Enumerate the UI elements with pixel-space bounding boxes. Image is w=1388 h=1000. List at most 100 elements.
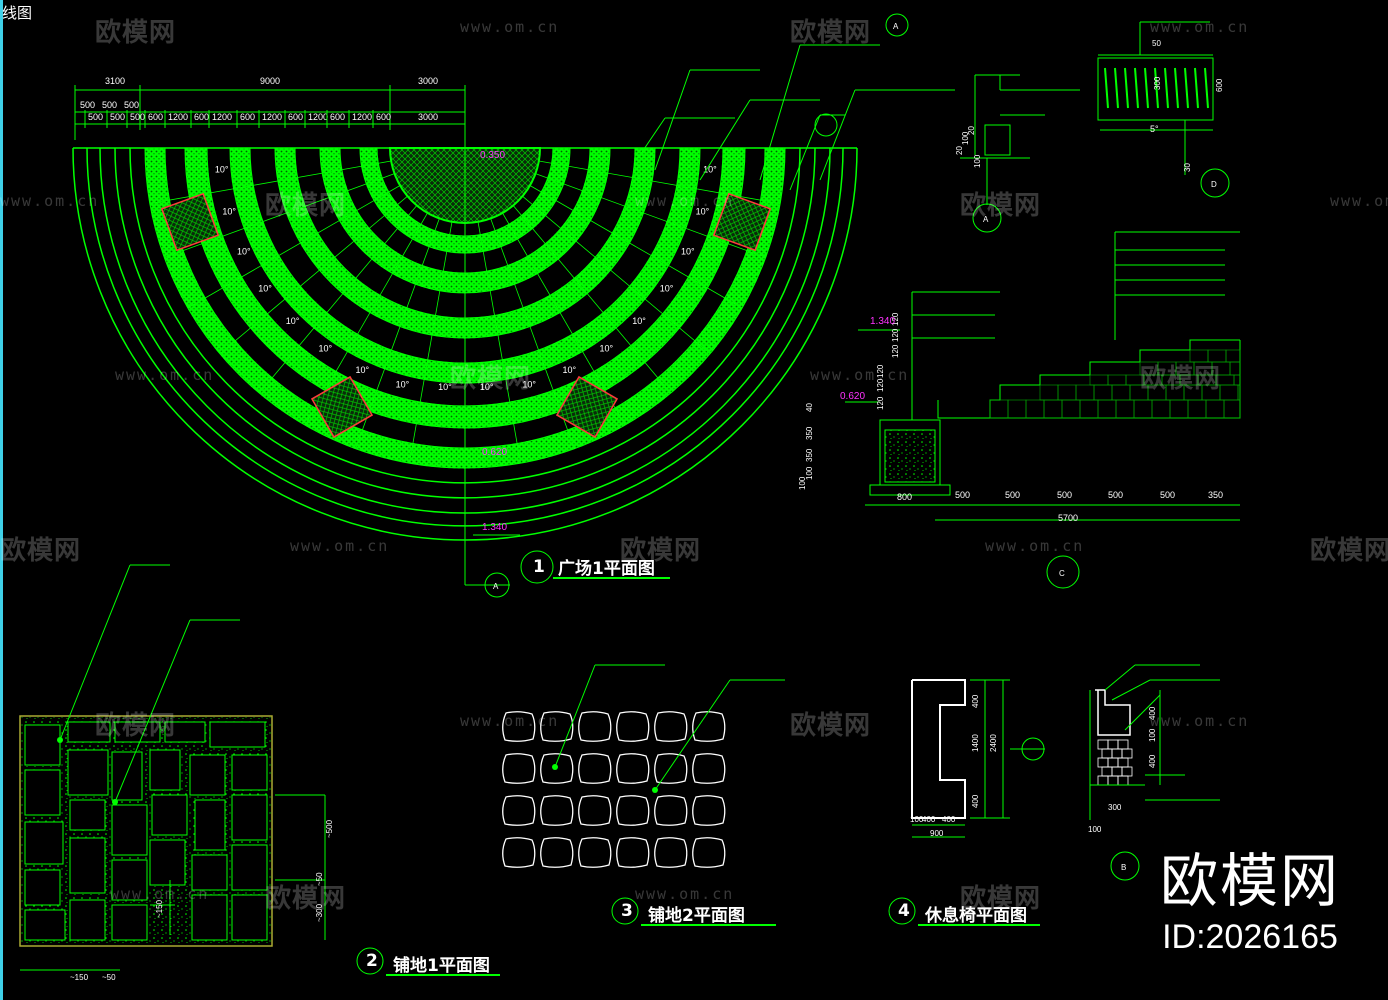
radial-joint xyxy=(149,160,392,204)
radial-joint xyxy=(535,173,766,258)
angle-label: 10° xyxy=(660,284,674,294)
bench-dim-2400: 2400 xyxy=(989,734,998,752)
stepping-stone xyxy=(654,753,688,784)
pav1-dim-50: ~50 xyxy=(315,872,324,886)
angle-label: 10° xyxy=(632,316,646,326)
watermark-url: www.om.cn xyxy=(0,192,100,210)
sec-c-total: 5700 xyxy=(1058,513,1078,523)
plaza-title-number: 1 xyxy=(533,557,545,577)
stone-slab xyxy=(191,854,228,891)
sec-a-dim: 100 xyxy=(961,131,970,145)
bench-sec-400: 400 xyxy=(1148,706,1157,720)
brick xyxy=(1089,374,1109,386)
stepping-stone xyxy=(654,795,688,826)
brick xyxy=(1111,748,1123,759)
brick xyxy=(1121,748,1133,759)
watermark-url: www.om.cn xyxy=(110,885,210,903)
brick xyxy=(1075,384,1095,401)
angle-label: 10° xyxy=(318,344,332,354)
section-a-detail xyxy=(960,74,1080,233)
stepping-stone xyxy=(502,753,536,784)
bench-dim-900: 900 xyxy=(930,829,944,838)
stone-slab xyxy=(24,821,64,865)
sec-c-dim: 350 xyxy=(1208,490,1223,500)
angle-label: 10° xyxy=(396,380,410,390)
stepping-stone xyxy=(540,753,574,784)
stepping-stone xyxy=(692,753,726,784)
sec-a-dim: 20 xyxy=(955,146,964,155)
drain-slot xyxy=(1104,67,1109,109)
brick xyxy=(1107,757,1119,768)
drain-slot xyxy=(1174,67,1179,109)
section-mark-a-bottom: A xyxy=(493,582,499,591)
stone-slab xyxy=(114,721,161,743)
brick xyxy=(1115,399,1135,419)
stone-slab xyxy=(111,751,143,801)
watermark-url: www.om.cn xyxy=(460,18,560,36)
brick xyxy=(1205,399,1225,419)
pav1-dim-500: ~500 xyxy=(325,819,334,838)
stone-slab xyxy=(149,749,181,791)
brick xyxy=(1079,399,1099,419)
bench-dim-400-c: 400 xyxy=(922,815,936,824)
sec-c-dim: 500 xyxy=(955,490,970,500)
sec-b-dim-300: 300 xyxy=(1153,76,1162,90)
angle-label: 10° xyxy=(563,365,577,375)
level-0350: 0.350 xyxy=(480,150,505,161)
planter-box xyxy=(160,192,220,252)
brand-id: ID:2026165 xyxy=(1162,918,1338,956)
drain-slot xyxy=(1184,67,1189,109)
dim-low: 500 xyxy=(110,112,125,122)
stone-slab xyxy=(164,721,206,743)
dim-mid: 500 xyxy=(80,100,95,110)
watermark-brand: 欧模网 xyxy=(960,191,1042,221)
left-dim: 350 xyxy=(805,426,814,440)
dim-low: 600 xyxy=(376,112,391,122)
stone-slab xyxy=(111,859,148,901)
brick xyxy=(1133,399,1153,419)
brick xyxy=(1093,384,1113,401)
drain-slot xyxy=(1114,67,1119,109)
stepping-stone xyxy=(654,711,688,742)
brick xyxy=(1097,775,1109,786)
paving-1-plan: ~500 ~300 ~50 ~150 ~150 ~50 2 铺地1平面图 xyxy=(19,564,500,982)
radial-joint xyxy=(219,195,408,354)
dim-low: 600 xyxy=(288,112,303,122)
planter-box xyxy=(555,375,619,439)
stepping-stone xyxy=(502,837,536,868)
sec-c-dim: 500 xyxy=(1108,490,1123,500)
pav1-dim-50-b: ~50 xyxy=(102,973,116,982)
angle-label: 10° xyxy=(696,206,710,216)
stepping-stone xyxy=(692,795,726,826)
brick xyxy=(1111,384,1131,401)
brick xyxy=(1007,399,1027,419)
section-b-detail xyxy=(1097,21,1230,198)
drain-slot xyxy=(1144,67,1149,109)
brick xyxy=(1097,399,1117,419)
dim-mid: 500 xyxy=(124,100,139,110)
drawing-tab-title: 线图 xyxy=(2,4,33,22)
stone-slab xyxy=(24,724,61,766)
pav1-number: 2 xyxy=(366,951,378,971)
watermark-brand: 欧模网 xyxy=(265,884,347,914)
stepping-stone xyxy=(654,837,688,868)
bench-number: 4 xyxy=(898,901,910,921)
brick xyxy=(1097,757,1109,768)
dim-3100: 3100 xyxy=(105,76,125,86)
brick xyxy=(1117,775,1129,786)
stone-slab xyxy=(231,794,268,841)
left-dim: 100 xyxy=(805,466,814,480)
brick xyxy=(989,399,1009,419)
brick xyxy=(1057,384,1077,401)
stepping-stone xyxy=(616,711,650,742)
stone-slab xyxy=(24,869,61,906)
paving-2-plan: 3 铺地2平面图 xyxy=(502,664,785,926)
bench-plan: 400 1400 2400 400 100 400 400 900 4 休息椅平… xyxy=(888,664,1220,926)
bench-title: 休息椅平面图 xyxy=(924,905,1027,926)
bench-dim-1400: 1400 xyxy=(971,734,980,752)
dim-low: 600 xyxy=(194,112,209,122)
stepping-stone xyxy=(692,711,726,742)
